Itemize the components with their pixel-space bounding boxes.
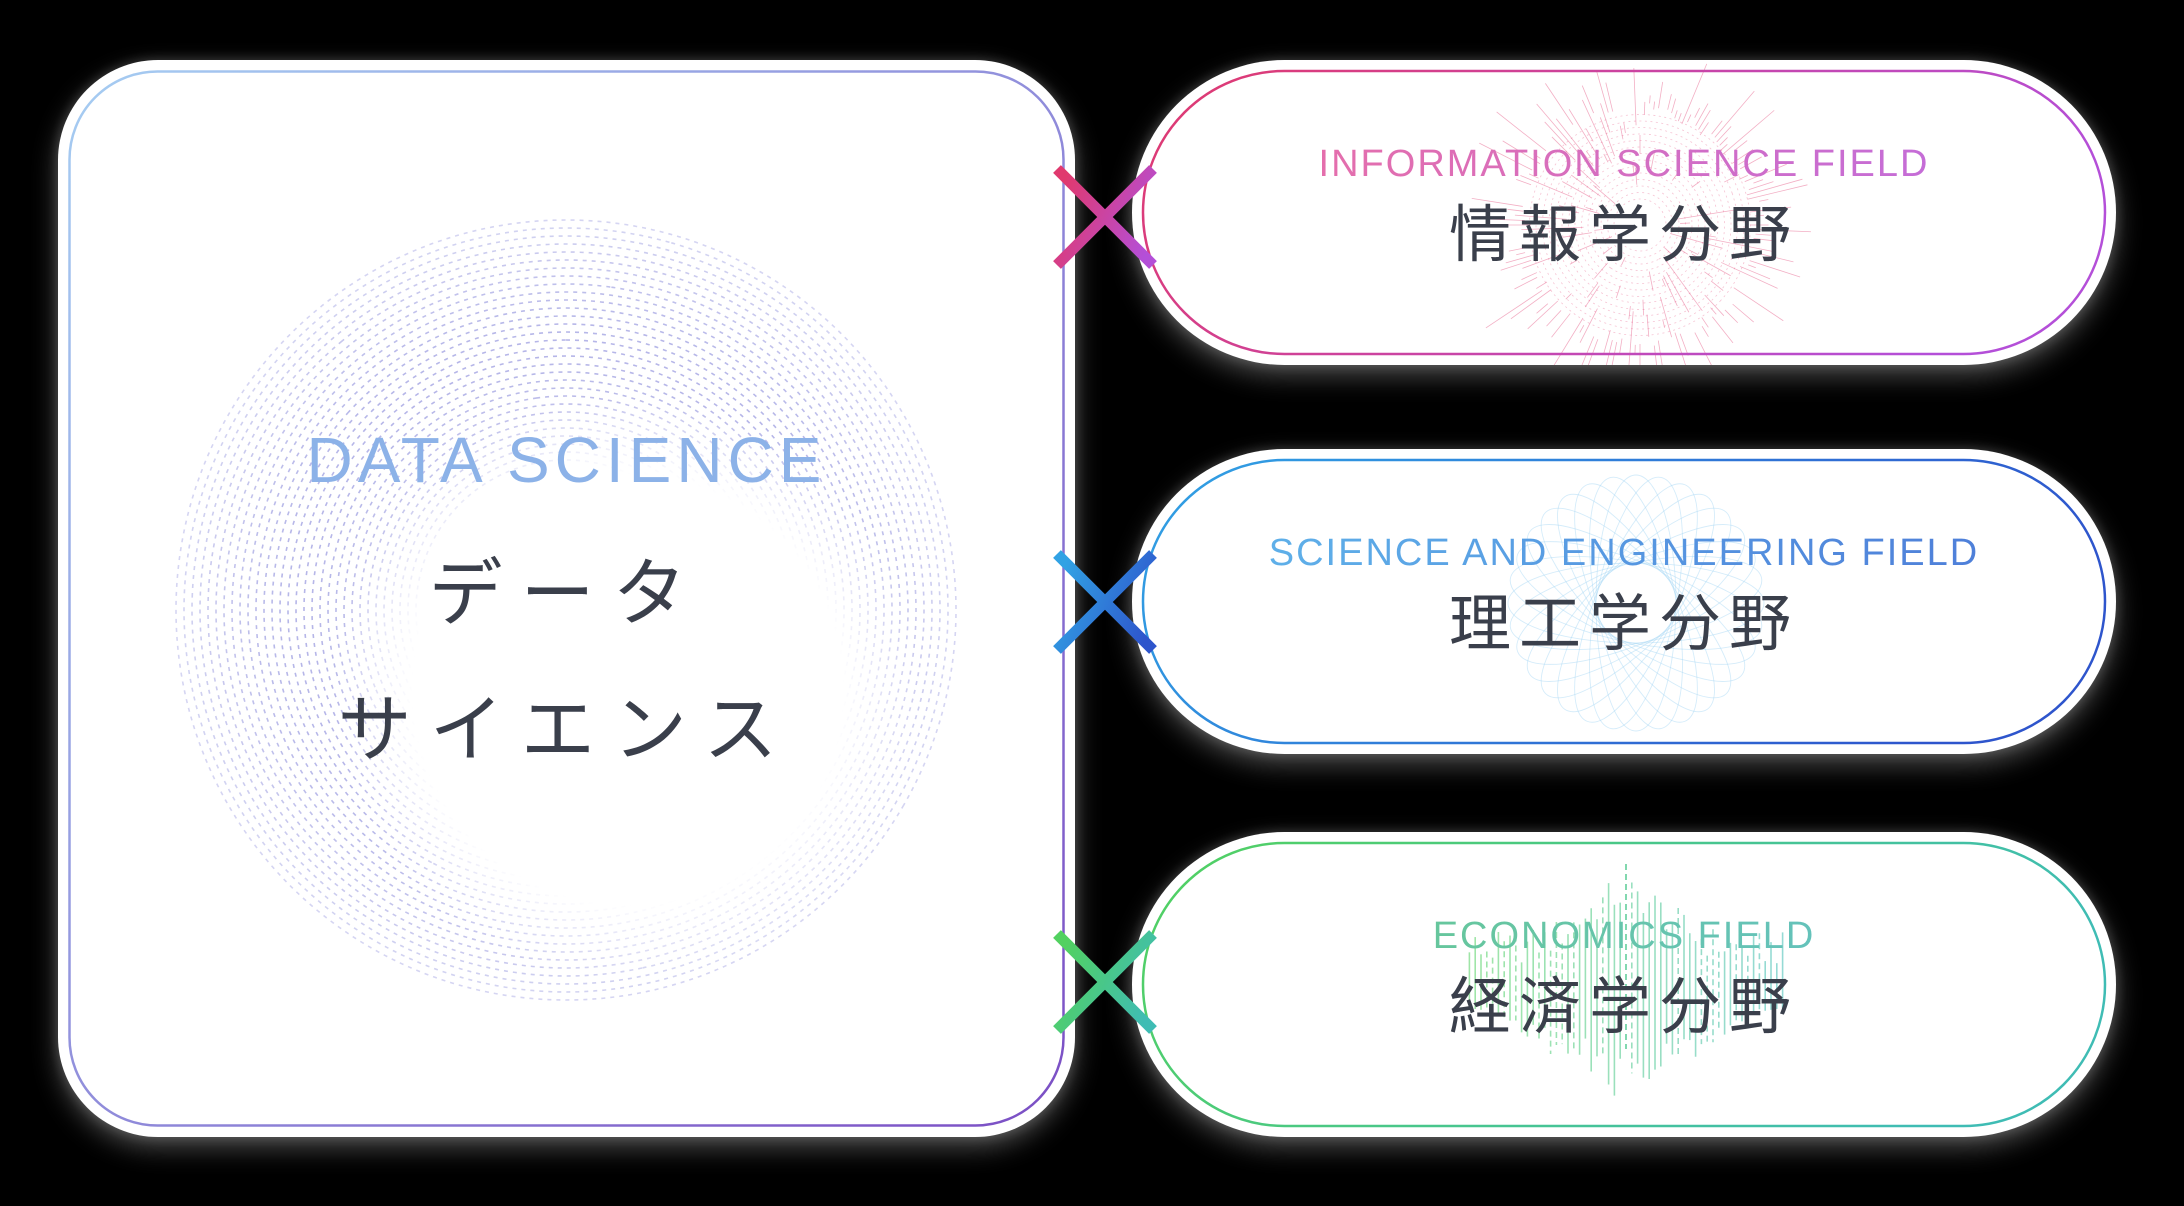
- field-card-border: [1141, 458, 2107, 745]
- field-label-en: ECONOMICS FIELD: [1132, 912, 2116, 960]
- field-label-jp: 情報学分野: [1448, 201, 1799, 270]
- field-card-border: [1141, 69, 2107, 356]
- field-card-information-science: INFORMATION SCIENCE FIELD 情報学分野: [1132, 60, 2116, 365]
- main-title-jp-line1: データ: [428, 552, 705, 635]
- spirograph-pattern: [1507, 474, 1765, 732]
- main-card-border: [68, 70, 1065, 1127]
- multiply-icon-information: [1053, 165, 1157, 269]
- field-label-en: SCIENCE AND ENGINEERING FIELD: [1132, 529, 2116, 577]
- data-science-card: DATA SCIENCE データ サイエンス: [58, 60, 1075, 1137]
- field-label-en: INFORMATION SCIENCE FIELD: [1132, 140, 2116, 188]
- field-label-jp: 理工学分野: [1448, 590, 1799, 659]
- waveform-bars-pattern: [1468, 864, 1784, 1096]
- multiply-icon-science-engineering: [1053, 550, 1157, 654]
- field-label-jp: 経済学分野: [1448, 973, 1799, 1042]
- main-title-en: DATA SCIENCE: [306, 424, 827, 496]
- mandala-pattern: [1471, 63, 1811, 365]
- field-card-economics: ECONOMICS FIELD 経済学分野: [1132, 832, 2116, 1137]
- main-title-jp-line2: サイエンス: [337, 688, 796, 771]
- field-card-science-engineering: SCIENCE AND ENGINEERING FIELD 理工学分野: [1132, 449, 2116, 754]
- multiply-icon-economics: [1053, 930, 1157, 1034]
- field-card-border: [1141, 841, 2107, 1128]
